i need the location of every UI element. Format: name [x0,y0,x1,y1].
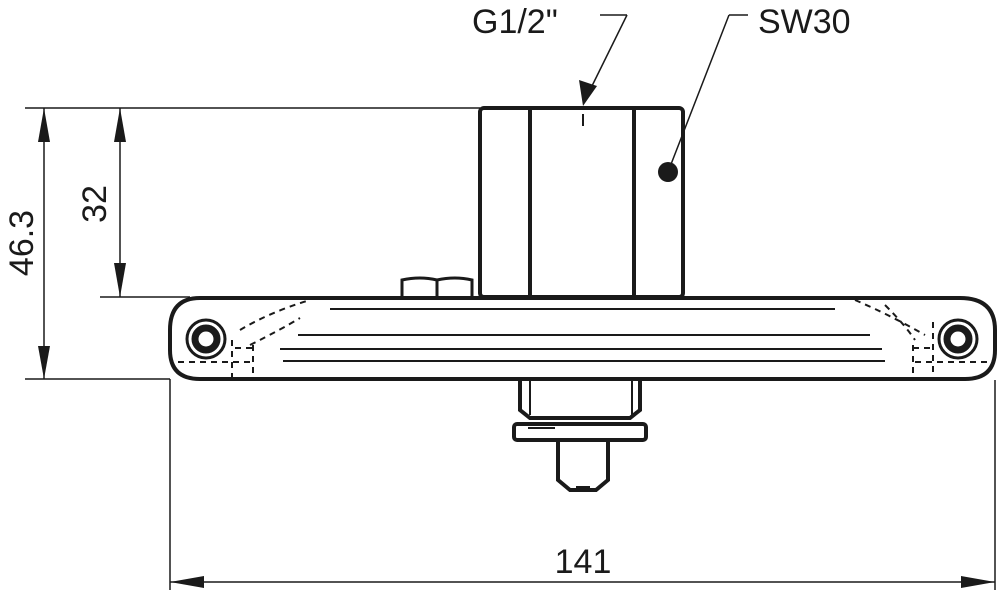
thread-leader [579,14,628,106]
wrench-size-label: SW30 [758,3,851,41]
wrench-size-leader [658,14,748,182]
dimension-46-3 [38,108,50,379]
thread-label: G1/2" [472,3,558,41]
dimension-32 [114,108,126,297]
mounting-hole-left [185,318,227,360]
dimension-141 [170,576,995,588]
mounting-hole-right [937,318,979,360]
extension-lines [25,107,996,590]
hex-nut [478,106,685,299]
dimension-label-141: 141 [555,543,612,581]
dimension-label-32: 32 [76,185,114,223]
bottom-fitting [512,380,648,492]
dimension-label-46-3: 46.3 [3,210,41,276]
small-nut [400,276,474,297]
mounting-bar [168,296,997,381]
